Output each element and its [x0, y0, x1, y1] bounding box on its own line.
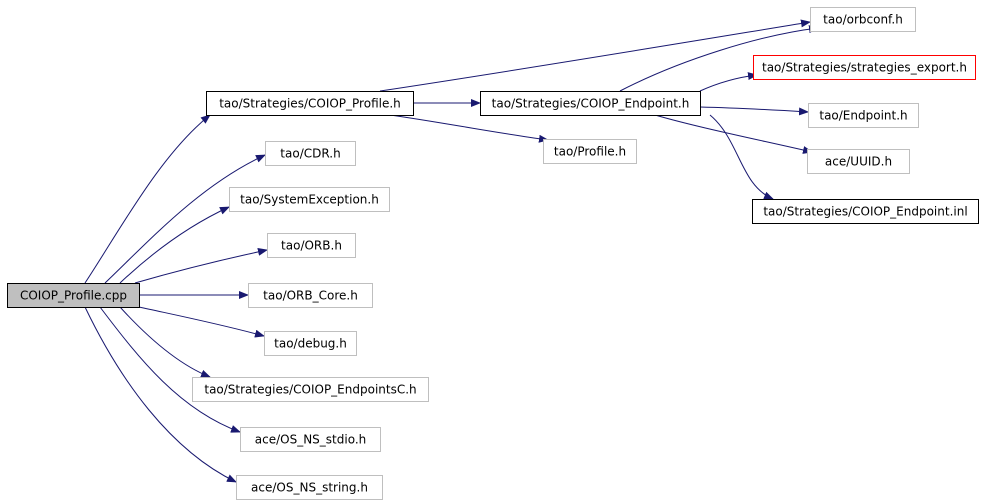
node-label: ace/OS_NS_stdio.h [255, 433, 367, 447]
edge-coiop-profile-cpp-to-systemexception-h [119, 206, 230, 284]
node-label: tao/CDR.h [280, 147, 340, 161]
node-coiop-endpoint-inl[interactable]: tao/Strategies/COIOP_Endpoint.inl [752, 199, 979, 224]
node-box [7, 283, 140, 308]
node-label: ace/OS_NS_string.h [251, 481, 368, 495]
node-box [248, 283, 373, 308]
node-label: tao/Strategies/COIOP_Endpoint.inl [763, 205, 967, 219]
node-box [543, 139, 637, 164]
node-label: tao/ORB_Core.h [263, 289, 358, 303]
node-orbconf-h[interactable]: tao/orbconf.h [810, 7, 916, 32]
edge-coiop-endpoint-h-to-strategies-export-h [699, 72, 758, 92]
edge-coiop-profile-cpp-to-os-ns-string-h [84, 306, 237, 483]
edge-coiop-profile-cpp-to-cdr-h [104, 154, 266, 284]
node-coiop-endpoint-h[interactable]: tao/Strategies/COIOP_Endpoint.h [480, 91, 701, 116]
edge-coiop-profile-cpp-to-debug-h [138, 306, 265, 338]
node-label: tao/Strategies/COIOP_Profile.h [219, 97, 401, 111]
node-label: tao/Strategies/strategies_export.h [762, 61, 967, 75]
edge-coiop-profile-cpp-to-os-ns-stdio-h [99, 306, 241, 433]
node-box [206, 91, 414, 116]
node-systemexception-h[interactable]: tao/SystemException.h [229, 187, 390, 212]
node-cdr-h[interactable]: tao/CDR.h [265, 141, 356, 166]
node-label: tao/orbconf.h [823, 13, 903, 27]
edge-coiop-profile-h-to-orbconf-h [379, 19, 811, 92]
node-box [192, 377, 429, 402]
node-box [753, 55, 976, 80]
edge-coiop-profile-cpp-to-orb-h [134, 247, 268, 284]
node-label: tao/Endpoint.h [819, 109, 907, 123]
node-box [808, 103, 919, 128]
node-box [229, 187, 390, 212]
node-box [264, 331, 357, 356]
node-box [480, 91, 701, 116]
node-label: tao/Strategies/COIOP_EndpointsC.h [204, 383, 416, 397]
node-label: COIOP_Profile.cpp [20, 289, 127, 303]
node-box [752, 199, 979, 224]
node-box [236, 475, 383, 500]
node-profile-h[interactable]: tao/Profile.h [543, 139, 637, 164]
node-debug-h[interactable]: tao/debug.h [264, 331, 357, 356]
node-uuid-h[interactable]: ace/UUID.h [807, 149, 910, 174]
node-label: tao/Profile.h [554, 145, 626, 159]
edge-coiop-endpoint-h-to-coiop-endpoint-inl [709, 114, 774, 200]
node-strategies-export-h[interactable]: tao/Strategies/strategies_export.h [753, 55, 976, 80]
edge-coiop-endpoint-h-to-uuid-h [654, 114, 813, 154]
node-box [265, 141, 356, 166]
node-os-ns-stdio-h[interactable]: ace/OS_NS_stdio.h [240, 427, 381, 452]
edge-coiop-profile-cpp-to-coiop-profile-h [84, 114, 211, 284]
node-box [810, 7, 916, 32]
node-label: tao/Strategies/COIOP_Endpoint.h [492, 97, 690, 111]
node-label: ace/UUID.h [825, 155, 892, 169]
edge-coiop-profile-h-to-profile-h [389, 114, 549, 143]
node-label: tao/ORB.h [281, 239, 342, 253]
node-label: tao/SystemException.h [240, 193, 379, 207]
node-box [807, 149, 910, 174]
node-coiop-profile-cpp: COIOP_Profile.cpp [7, 283, 140, 308]
edge-coiop-endpoint-h-to-orbconf-h [619, 25, 819, 92]
node-endpoint-h[interactable]: tao/Endpoint.h [808, 103, 919, 128]
node-orb-h[interactable]: tao/ORB.h [267, 233, 356, 258]
edge-layer [84, 19, 819, 483]
node-box [240, 427, 381, 452]
node-orb-core-h[interactable]: tao/ORB_Core.h [248, 283, 373, 308]
node-coiop-profile-h[interactable]: tao/Strategies/COIOP_Profile.h [206, 91, 414, 116]
node-os-ns-string-h[interactable]: ace/OS_NS_string.h [236, 475, 383, 500]
edge-coiop-profile-cpp-to-coiop-endpointsc-h [119, 306, 211, 378]
node-box [267, 233, 356, 258]
node-coiop-endpointsc-h[interactable]: tao/Strategies/COIOP_EndpointsC.h [192, 377, 429, 402]
edge-coiop-endpoint-h-to-endpoint-h [699, 106, 809, 116]
node-layer: COIOP_Profile.cpp tao/Strategies/COIOP_Pr… [7, 7, 979, 500]
node-label: tao/debug.h [274, 337, 347, 351]
